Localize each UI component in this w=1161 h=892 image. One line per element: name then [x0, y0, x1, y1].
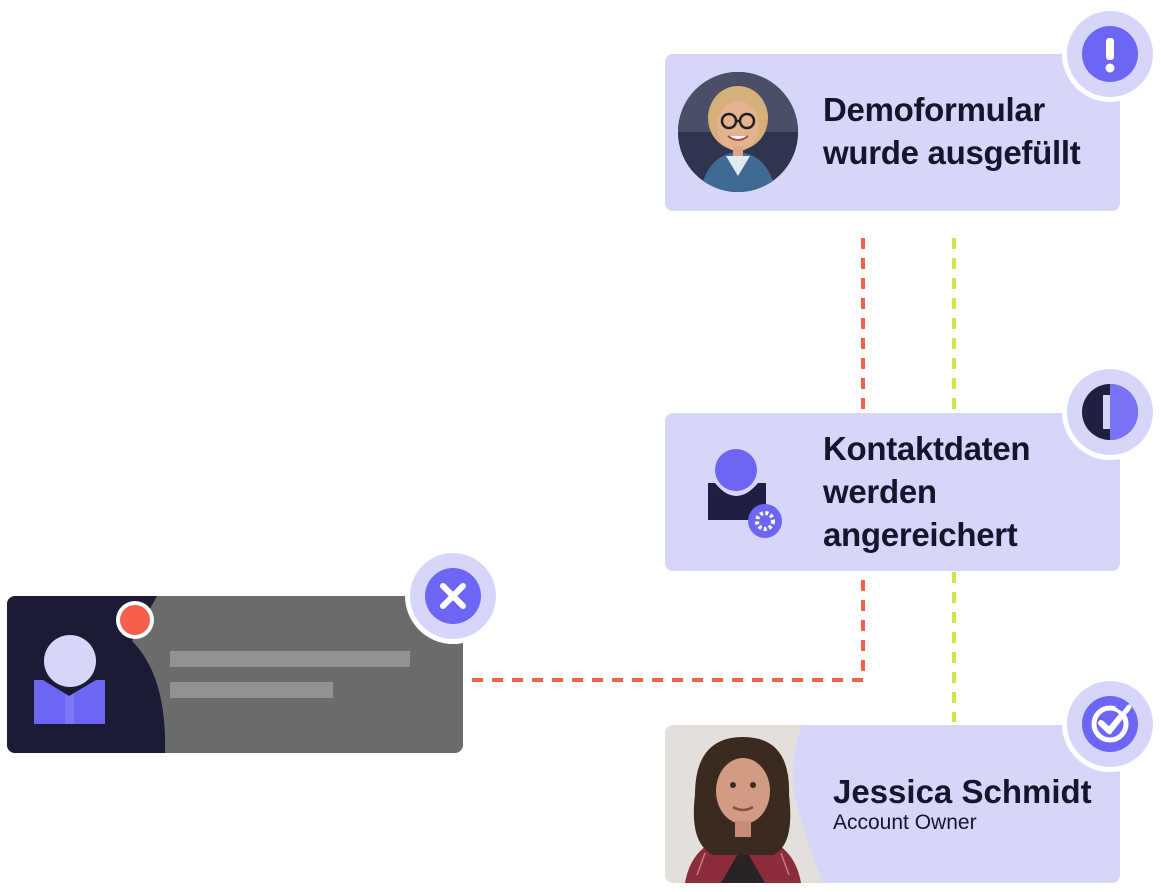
close-icon	[440, 583, 466, 609]
account-owner-card[interactable]	[665, 725, 1120, 883]
owner-photo	[665, 725, 823, 883]
check-icon	[1091, 703, 1132, 743]
success-badge	[1067, 681, 1153, 767]
contact-avatar	[678, 72, 798, 192]
user-gear-icon	[708, 449, 782, 538]
alert-badge	[1067, 11, 1153, 97]
progress-badge	[1067, 369, 1153, 455]
rejected-lead-card[interactable]	[7, 596, 463, 753]
owner-name: Jessica Schmidt	[833, 773, 1092, 810]
user-icon	[34, 635, 105, 724]
reject-badge	[410, 553, 496, 639]
red-connector-bottom	[470, 580, 865, 682]
half-circle-icon	[1082, 384, 1138, 440]
enrichment-title: Kontaktdaten werden angereichert	[823, 430, 1031, 553]
owner-role: Account Owner	[833, 811, 977, 834]
red-status-dot	[120, 605, 150, 635]
exclamation-icon	[1105, 38, 1115, 73]
form-filled-title: Demoformular wurde ausgefüllt	[823, 91, 1081, 171]
